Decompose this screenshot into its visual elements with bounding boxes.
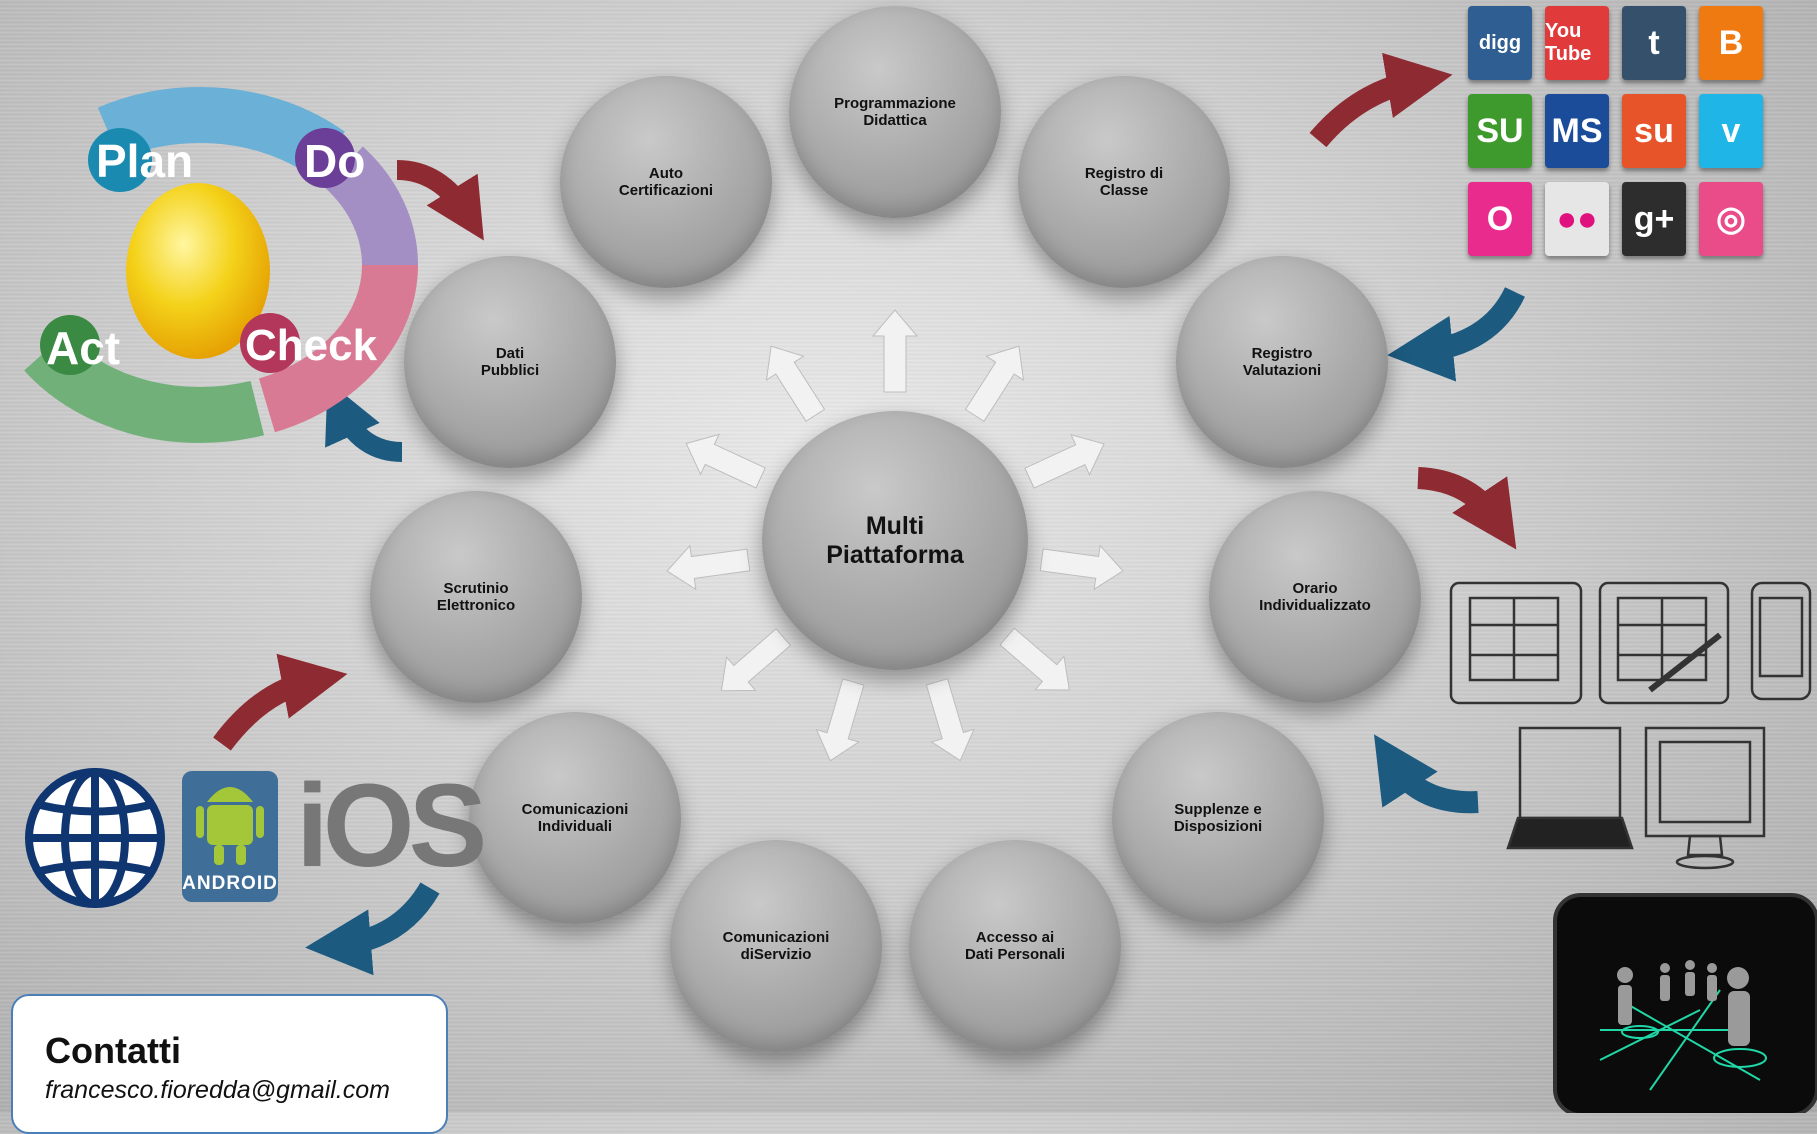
radial-arrow: [815, 678, 865, 762]
svg-text:Plan: Plan: [96, 135, 193, 187]
orkut-icon[interactable]: O: [1468, 182, 1532, 256]
pdca-plan-badge: Plan: [88, 128, 193, 192]
diagram-node: Accesso ai Dati Personali: [909, 840, 1121, 1052]
radial-arrow: [964, 345, 1025, 422]
red-curved-arrow: [396, 160, 484, 241]
stumbleupon-icon[interactable]: su: [1622, 94, 1686, 168]
pdca-plan-segment: [0, 87, 418, 443]
diagram-node: Orario Individualizzato: [1209, 491, 1421, 703]
radial-arrow: [685, 433, 766, 489]
vimeo-icon[interactable]: v: [1699, 94, 1763, 168]
radial-arrow: [765, 345, 826, 422]
blogger-icon[interactable]: B: [1699, 6, 1763, 80]
contact-email[interactable]: francesco.fioredda@gmail.com: [45, 1076, 390, 1104]
youtube-icon[interactable]: You Tube: [1545, 6, 1609, 80]
radial-arrow: [999, 627, 1070, 691]
radial-arrow: [666, 544, 751, 591]
diagram-node: Comunicazioni Individuali: [469, 712, 681, 924]
google-plus-icon[interactable]: g+: [1622, 182, 1686, 256]
tumblr-icon[interactable]: t: [1622, 6, 1686, 80]
blue-curved-arrow: [1387, 286, 1525, 382]
pdca-center-sphere: [126, 183, 270, 359]
svg-text:Check: Check: [245, 321, 378, 370]
blue-curved-arrow: [325, 380, 403, 462]
stumbleupon-green-icon[interactable]: SU: [1468, 94, 1532, 168]
flickr-icon[interactable]: ●●: [1545, 182, 1609, 256]
pdca-cycle-graphic: Plan Do Check Act: [0, 87, 418, 443]
red-curved-arrow: [213, 653, 348, 751]
pdca-act-badge: Act: [40, 315, 120, 375]
ios-logo-text: iOS: [296, 760, 487, 892]
svg-text:Do: Do: [304, 135, 365, 187]
diagram-node: Supplenze e Disposizioni: [1112, 712, 1324, 924]
pdca-check-badge: Check: [240, 313, 378, 373]
pdca-do-badge: Do: [295, 128, 365, 188]
radial-arrow: [925, 678, 975, 762]
radial-arrow: [1039, 544, 1124, 591]
svg-text:Act: Act: [46, 322, 120, 374]
diagram-node: Scrutinio Elettronico: [370, 491, 582, 703]
contact-title: Contatti: [45, 1030, 181, 1071]
pdca-check-segment: [0, 87, 418, 443]
diagram-node: Comunicazioni diServizio: [670, 840, 882, 1052]
center-node-multi-piattaforma: Multi Piattaforma: [762, 411, 1028, 670]
dribbble-icon[interactable]: ◎: [1699, 182, 1763, 256]
radial-arrow: [1024, 434, 1105, 489]
red-curved-arrow: [1309, 52, 1453, 148]
blue-curved-arrow: [1373, 734, 1479, 814]
diagram-node: Programmazione Didattica: [789, 6, 1001, 218]
contact-box: Contatti francesco.fioredda@gmail.com: [11, 994, 448, 1134]
digg-icon[interactable]: digg: [1468, 6, 1532, 80]
myspace-icon[interactable]: MS: [1545, 94, 1609, 168]
radial-arrow: [871, 309, 919, 393]
diagram-node: Registro Valutazioni: [1176, 256, 1388, 468]
red-curved-arrow: [1417, 467, 1517, 550]
android-label: ANDROID: [182, 873, 278, 894]
pdca-act-segment: [0, 87, 418, 443]
diagram-node: Dati Pubblici: [404, 256, 616, 468]
radial-arrow: [720, 628, 792, 692]
diagram-node: Registro di Classe: [1018, 76, 1230, 288]
blue-curved-arrow: [305, 882, 440, 976]
center-radial-arrows: [666, 309, 1124, 762]
diagram-node: Auto Certificazioni: [560, 76, 772, 288]
